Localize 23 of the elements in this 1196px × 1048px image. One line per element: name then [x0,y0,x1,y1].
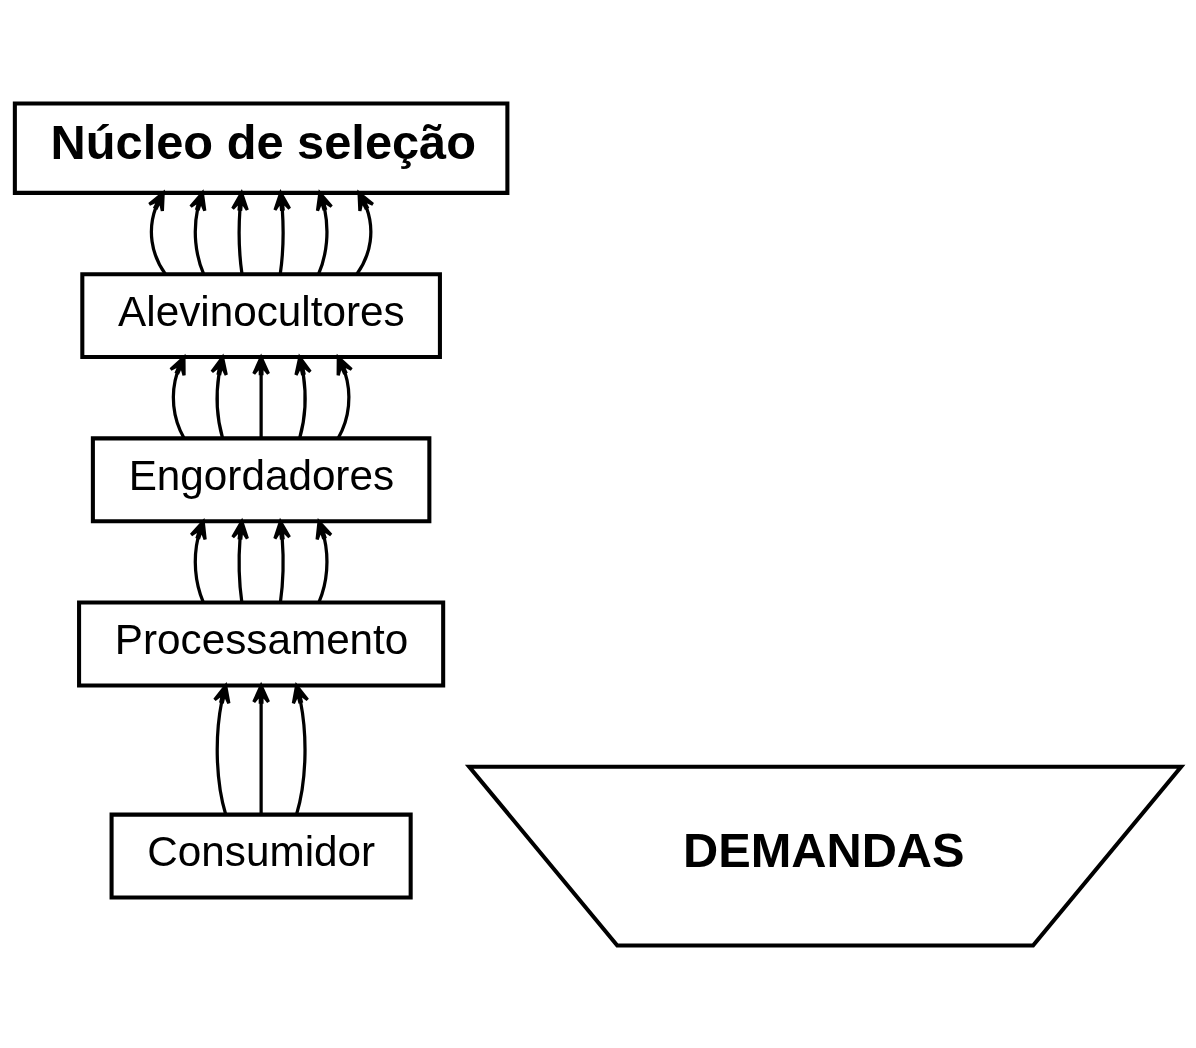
arrow [189,519,207,603]
arrow [315,519,333,603]
node-box: Consumidor [109,812,413,900]
arrow [147,190,167,275]
arrow [252,355,271,438]
arrow [252,683,271,814]
arrow [355,190,375,275]
node-box: Engordadores [90,435,432,523]
arrow [273,519,292,602]
arrow [231,519,249,602]
arrow [213,683,231,815]
arrow [169,355,186,439]
arrow [210,355,228,438]
arrow [315,190,334,274]
node-box: Processamento [77,600,446,687]
arrow [189,190,207,274]
arrow [231,190,249,274]
arrow [336,355,354,439]
arrow [294,355,312,438]
arrow [291,683,310,815]
node-box: Núcleo de seleção [12,100,510,195]
arrow [273,190,292,274]
node-box: Alevinocultores [80,271,442,359]
